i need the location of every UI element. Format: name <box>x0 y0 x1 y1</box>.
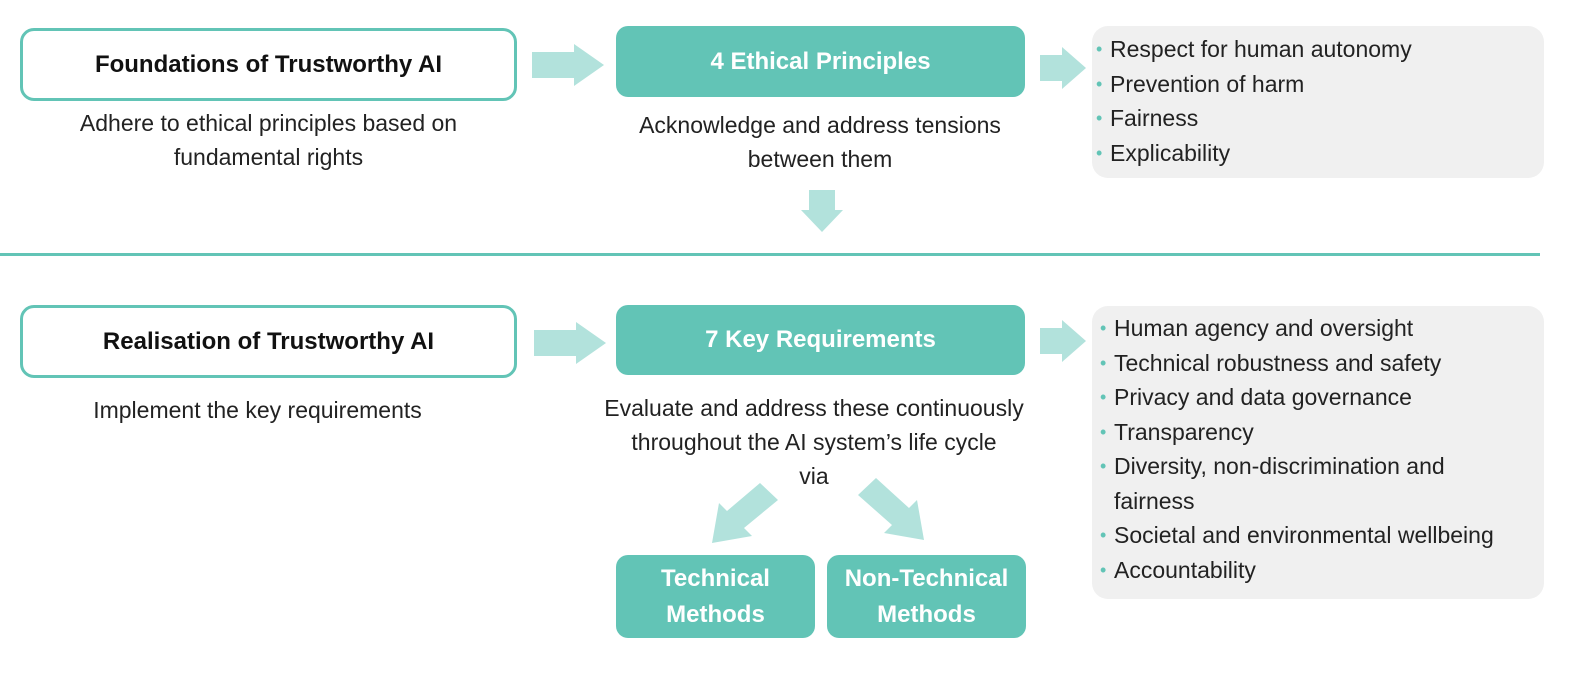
list-item: Societal and environmental wellbeing <box>1100 518 1520 553</box>
list-item: Explicability <box>1096 136 1412 171</box>
list-item: Diversity, non-discrimination and fairne… <box>1100 449 1520 518</box>
key-requirements-box: 7 Key Requirements <box>616 305 1025 375</box>
technical-methods-box: Technical Methods <box>616 555 815 638</box>
arrow-down-icon <box>801 190 843 232</box>
arrow-right-icon <box>1040 320 1086 362</box>
list-item: Prevention of harm <box>1096 67 1412 102</box>
arrow-right-icon <box>534 322 606 364</box>
realisation-caption: Implement the key requirements <box>93 397 422 423</box>
realisation-title: Realisation of Trustworthy AI <box>102 327 435 355</box>
list-item: Fairness <box>1096 101 1412 136</box>
list-item: Respect for human autonomy <box>1096 32 1412 67</box>
foundations-title: Foundations of Trustworthy AI <box>94 50 443 78</box>
foundations-caption: Adhere to ethical principles based on fu… <box>79 110 458 170</box>
ethical-principles-box: 4 Ethical Principles <box>616 26 1025 97</box>
list-item: Transparency <box>1100 415 1520 450</box>
principles-list: Respect for human autonomy Prevention of… <box>1096 32 1412 170</box>
arrow-down-left-icon <box>712 483 778 543</box>
foundations-box: Foundations of Trustworthy AI <box>20 28 517 101</box>
requirements-list-panel: Human agency and oversight Technical rob… <box>1092 306 1544 599</box>
principles-list-panel: Respect for human autonomy Prevention of… <box>1092 26 1544 178</box>
list-item: Privacy and data governance <box>1100 380 1520 415</box>
list-item: Accountability <box>1100 553 1520 588</box>
arrow-right-icon <box>532 44 604 86</box>
requirements-list: Human agency and oversight Technical rob… <box>1100 311 1520 587</box>
arrow-right-icon <box>1040 47 1086 89</box>
list-item: Human agency and oversight <box>1100 311 1520 346</box>
key-requirements-title: 7 Key Requirements <box>705 326 936 353</box>
section-divider <box>0 253 1540 256</box>
arrow-down-right-icon <box>858 478 924 540</box>
principles-caption: Acknowledge and address tensions between… <box>639 112 1001 172</box>
requirements-caption: Evaluate and address these continuously … <box>604 395 1024 489</box>
realisation-box: Realisation of Trustworthy AI <box>20 305 517 378</box>
ethical-principles-title: 4 Ethical Principles <box>710 47 931 75</box>
list-item: Technical robustness and safety <box>1100 346 1520 381</box>
non-technical-methods-box: Non-Technical Methods <box>827 555 1026 638</box>
